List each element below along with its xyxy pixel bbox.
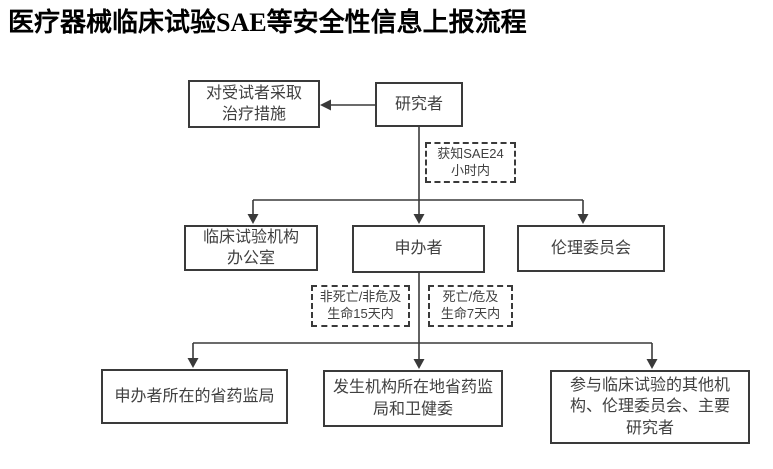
page-title: 医疗器械临床试验SAE等安全性信息上报流程 <box>8 8 527 37</box>
node-site-province-authority: 发生机构所在地省药监 局和卫健委 <box>323 370 503 427</box>
node-researcher: 研究者 <box>375 82 463 127</box>
annotation-non-death-15d: 非死亡/非危及 生命15天内 <box>311 285 410 327</box>
node-sponsor-province-authority: 申办者所在的省药监局 <box>101 369 288 424</box>
node-treatment-measures: 对受试者采取 治疗措施 <box>188 80 320 128</box>
arrow-to-sponsor <box>413 200 425 224</box>
arrow-to-ethics-committee <box>577 200 589 224</box>
arrow-to-other-participants <box>646 343 658 369</box>
arrow-to-institution-office <box>247 200 259 224</box>
node-institution-office: 临床试验机构 办公室 <box>184 225 318 271</box>
annotation-sae-24h: 获知SAE24 小时内 <box>425 142 516 183</box>
node-other-participants: 参与临床试验的其他机 构、伦理委员会、主要 研究者 <box>550 370 750 444</box>
arrow-to-sponsor-pma <box>187 343 199 368</box>
node-ethics-committee: 伦理委员会 <box>517 225 665 272</box>
annotation-death-7d: 死亡/危及 生命7天内 <box>428 285 513 327</box>
arrow-to-site-pma <box>413 343 425 369</box>
node-sponsor: 申办者 <box>352 225 485 273</box>
arrow-researcher-to-treatment <box>320 99 375 111</box>
